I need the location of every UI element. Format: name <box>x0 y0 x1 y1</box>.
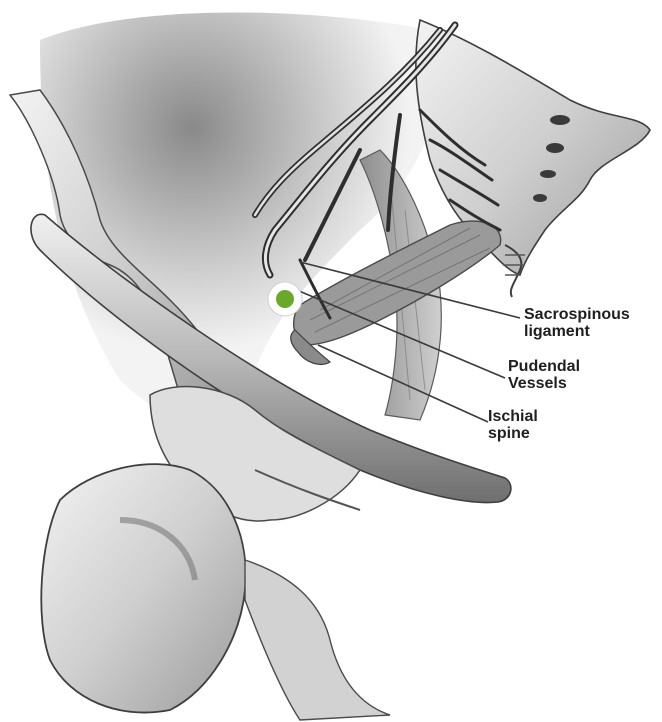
ischial-line1: Ischial <box>488 408 538 425</box>
label-ischial-spine: Ischial spine <box>488 408 538 442</box>
pudendal-line2: Vessels <box>508 375 580 392</box>
sacrospinous-line2: ligament <box>524 323 630 340</box>
pudendal-line1: Pudendal <box>508 358 580 375</box>
label-pudendal-vessels: Pudendal Vessels <box>508 358 580 392</box>
marker-dot <box>276 290 294 308</box>
sacrospinous-line1: Sacrospinous <box>524 306 630 323</box>
ischial-spine-marker <box>268 282 302 316</box>
label-sacrospinous-ligament: Sacrospinous ligament <box>524 306 630 340</box>
ischial-line2: spine <box>488 425 538 442</box>
